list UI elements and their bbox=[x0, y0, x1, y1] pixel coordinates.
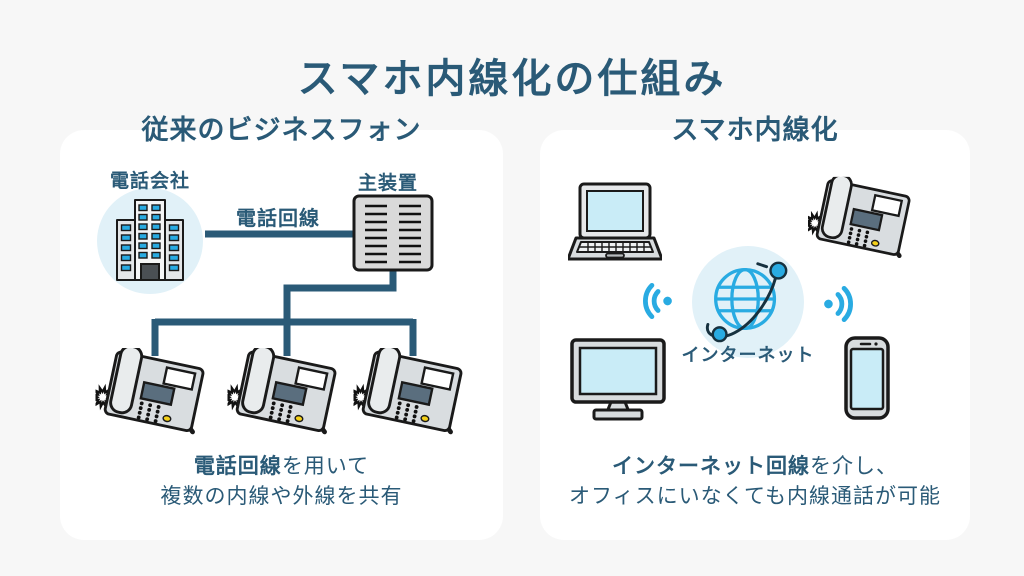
right-caption-line2: オフィスにいなくても内線通話が可能 bbox=[569, 485, 941, 508]
page-title: スマホ内線化の仕組み bbox=[297, 57, 727, 101]
wifi-signal-left-icon bbox=[638, 277, 676, 325]
wifi-signal-right-icon bbox=[820, 280, 858, 328]
left-panel-heading: 従来のビジネスフォン bbox=[141, 115, 422, 145]
right-caption: インターネット回線を介し、 オフィスにいなくても内線通話が可能 bbox=[540, 452, 970, 512]
internet-label: インターネット bbox=[681, 345, 815, 365]
globe-icon bbox=[702, 253, 794, 345]
right-caption-bold: インターネット回線 bbox=[612, 455, 810, 478]
monitor-icon bbox=[570, 338, 666, 426]
desk-phone-icon bbox=[353, 348, 473, 444]
left-caption-line1: 電話回線を用いて bbox=[60, 452, 503, 482]
right-panel-heading: スマホ内線化 bbox=[671, 115, 839, 145]
right-panel: インターネット インターネット回線を介し、 オフィスにいなくても内線通話が可能 bbox=[540, 130, 970, 540]
internet-circle bbox=[692, 246, 804, 358]
phone-company-label: 電話会社 bbox=[109, 171, 190, 192]
left-panel: 電話会社 電話回線 主装置 電話回線を用いて 複数の内線や外線を共有 bbox=[60, 130, 503, 540]
left-caption-line2: 複数の内線や外線を共有 bbox=[160, 485, 403, 508]
right-caption-line1: インターネット回線を介し、 bbox=[540, 452, 970, 482]
desk-phone-icon bbox=[808, 174, 920, 270]
left-caption-bold: 電話回線 bbox=[193, 455, 282, 478]
smartphone-icon bbox=[844, 336, 890, 420]
phone-line-label: 電話回線 bbox=[236, 208, 320, 230]
left-caption: 電話回線を用いて 複数の内線や外線を共有 bbox=[60, 452, 503, 512]
pbx-device-icon bbox=[352, 194, 434, 272]
laptop-icon bbox=[568, 182, 662, 270]
left-caption-rest: を用いて bbox=[281, 455, 370, 478]
desk-phone-icon bbox=[227, 348, 347, 444]
right-caption-rest: を介し、 bbox=[810, 455, 898, 478]
desk-phone-icon bbox=[95, 348, 215, 444]
pbx-device-label: 主装置 bbox=[357, 173, 418, 194]
office-building-icon bbox=[111, 198, 189, 282]
phone-line-connectors bbox=[151, 230, 417, 356]
